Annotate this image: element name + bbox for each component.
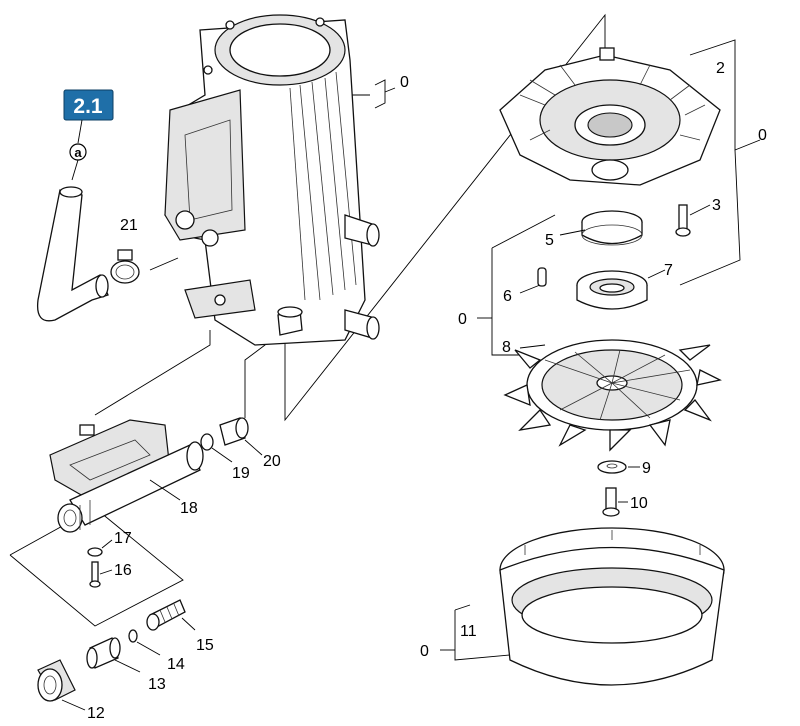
section-badge: 2.1 xyxy=(63,89,114,121)
motor-housing xyxy=(164,14,380,346)
screw-part-16 xyxy=(89,561,113,588)
label-part-13: 13 xyxy=(148,676,166,693)
label-part-5: 5 xyxy=(545,232,554,249)
label-part-0-right: 0 xyxy=(758,127,767,144)
label-part-11: 11 xyxy=(460,623,477,640)
marker-a: a xyxy=(69,143,87,161)
label-part-6: 6 xyxy=(503,288,512,305)
nipple-part-20 xyxy=(219,417,263,456)
label-part-10: 10 xyxy=(630,495,648,512)
label-part-15: 15 xyxy=(196,637,214,654)
label-part-3: 3 xyxy=(712,197,721,214)
label-part-9: 9 xyxy=(642,460,651,477)
label-part-8: 8 xyxy=(502,339,511,356)
marker-a-text: a xyxy=(74,145,82,160)
label-part-21: 21 xyxy=(120,217,138,234)
screw-part-3 xyxy=(675,204,711,237)
coupling-part-13 xyxy=(86,637,141,673)
hose-part xyxy=(36,186,109,322)
label-part-20: 20 xyxy=(263,453,281,470)
label-part-16: 16 xyxy=(114,562,132,579)
washer-part-9 xyxy=(597,460,640,474)
clamp-part-21 xyxy=(110,249,179,284)
nut-part-12 xyxy=(37,659,86,711)
oring-part-19 xyxy=(200,433,233,463)
screw-part-10 xyxy=(602,487,628,517)
label-part-12: 12 xyxy=(87,705,105,722)
ring-part-5 xyxy=(559,210,643,246)
washer-part-17 xyxy=(87,539,113,557)
badge-text: 2.1 xyxy=(73,95,103,118)
label-part-0-mid: 0 xyxy=(458,311,467,328)
label-part-17: 17 xyxy=(114,530,132,547)
cover-ring-part-11 xyxy=(499,527,725,686)
label-part-7: 7 xyxy=(664,262,673,279)
fan-part-8 xyxy=(503,339,722,452)
label-part-19: 19 xyxy=(232,465,250,482)
label-part-14: 14 xyxy=(167,656,185,673)
label-part-0-bottom: 0 xyxy=(420,643,429,660)
label-part-18: 18 xyxy=(180,500,198,517)
fitting-part-15 xyxy=(146,599,196,631)
fan-cover-part-2 xyxy=(499,47,721,186)
pump-head-part-18 xyxy=(49,419,204,533)
bearing-part-7 xyxy=(576,269,666,310)
label-part-0-top: 0 xyxy=(400,74,409,91)
oring-part-14 xyxy=(128,629,161,656)
key-part-6 xyxy=(537,267,547,287)
label-part-2: 2 xyxy=(716,60,725,77)
part-labels: 0 2 0 3 21 5 7 6 0 8 20 19 9 18 10 17 16… xyxy=(87,60,767,722)
